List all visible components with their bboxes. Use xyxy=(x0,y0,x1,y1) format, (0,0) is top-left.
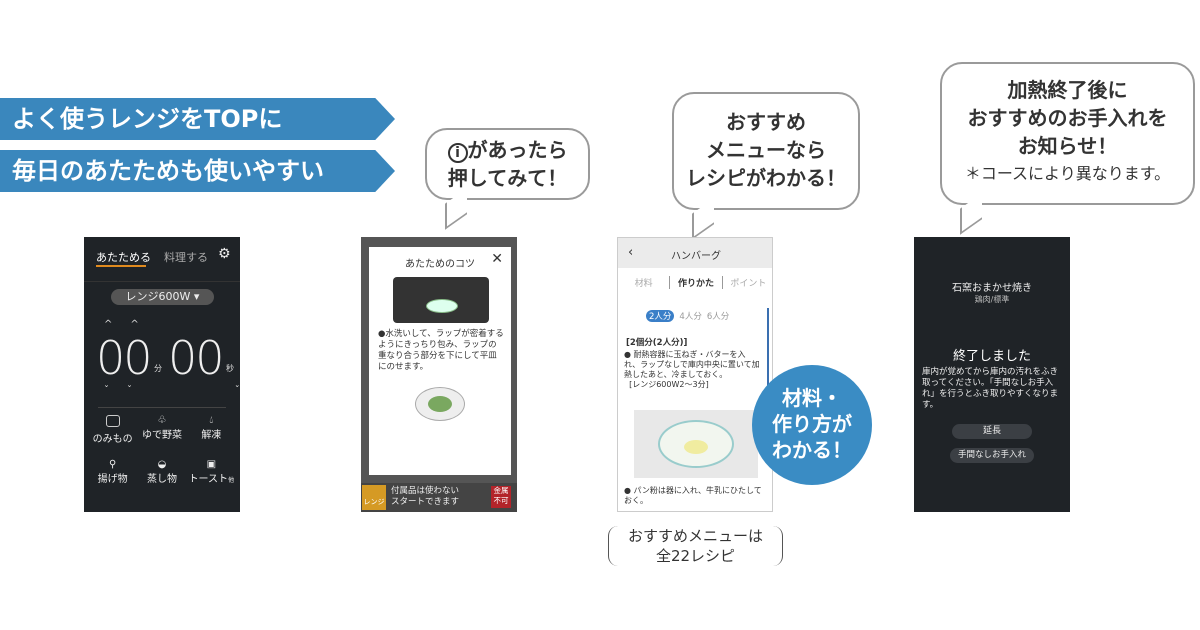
menu-fried[interactable]: ⚲ 揚げ物 xyxy=(88,459,137,485)
step-2: ● パン粉は器に入れ、牛乳にひたしておく。 xyxy=(624,486,762,505)
tab-atatameru[interactable]: あたためる xyxy=(96,251,151,264)
course-title: 石窯おまかせ焼き xyxy=(952,283,1032,294)
phone-screen-finished: 石窯おまかせ焼き 鶏肉/標準 終了しました 庫内が覚めてから庫内の汚れをふき取っ… xyxy=(914,237,1070,512)
menu-label: 揚げ物 xyxy=(97,474,128,485)
callout-text: わかる！ xyxy=(772,438,852,462)
bubble-text: レシピがわかる！ xyxy=(686,166,846,190)
headline-ribbon-1: よく使うレンジをTOPに xyxy=(0,98,395,140)
tip-text: ●水洗いして、ラップが密着するようにきっちり包み、ラップの重なり合う部分を下にし… xyxy=(378,329,504,372)
bubble-note: ＊コースにより異なります。 xyxy=(964,164,1171,183)
course-subtitle: 鶏肉/標準 xyxy=(974,295,1010,304)
footer-line: 付属品は使わない xyxy=(391,486,460,496)
minutes-unit: 分 xyxy=(154,364,162,373)
menu-label: 解凍 xyxy=(201,430,222,441)
step-text: パン粉は器に入れ、牛乳にひたしておく。 xyxy=(624,486,762,505)
down-arrows[interactable]: ˇˇ ˇ xyxy=(104,385,240,396)
seconds-unit: 秒 xyxy=(226,364,234,373)
bubble-text: おすすめのお手入れを xyxy=(967,106,1168,130)
bubble-text: 押してみて！ xyxy=(447,166,568,190)
caption-text: 全22レシピ xyxy=(655,547,736,565)
bubble-text: お知らせ！ xyxy=(1017,134,1118,158)
cup-icon xyxy=(105,415,120,427)
callout-text: 作り方が xyxy=(772,412,852,436)
menu-label: 蒸し物 xyxy=(146,474,177,485)
drop-icon: 💧︎ xyxy=(209,415,214,426)
menu-steamed[interactable]: ◒ 蒸し物 xyxy=(137,459,186,485)
divider xyxy=(98,407,226,408)
minutes-display[interactable]: 00 xyxy=(96,331,153,385)
up-arrows[interactable]: ^^ ^ xyxy=(104,319,240,330)
tab-method[interactable]: 作りかた xyxy=(669,276,723,289)
bubble-text: メニューなら xyxy=(706,138,826,162)
care-message: 庫内が覚めてから庫内の汚れをふき取ってください。「手間なしお手入れ」を行うとふき… xyxy=(922,367,1059,410)
no-metal-badge: 金属不可 xyxy=(491,486,511,508)
speech-bubble-recipe: おすすめ メニューなら レシピがわかる！ xyxy=(672,92,860,210)
mode-label: レンジ600W xyxy=(125,290,191,303)
range-badge: レンジ xyxy=(362,485,386,510)
status-footer: レンジ 付属品は使わないスタートできます 金属不可 xyxy=(361,483,517,512)
recipe-count-caption: おすすめメニューは 全22レシピ xyxy=(608,526,783,566)
menu-boiled-veg[interactable]: ♧ ゆで野菜 xyxy=(137,415,186,445)
gear-icon[interactable]: ⚙ xyxy=(218,246,231,262)
easy-care-button[interactable]: 手間なしお手入れ xyxy=(950,448,1034,463)
tab-ingredients[interactable]: 材料 xyxy=(634,279,653,289)
menu-suffix: 他 xyxy=(228,477,235,484)
extend-button[interactable]: 延長 xyxy=(952,424,1032,439)
phone-screen-recipe: ‹ ハンバーグ 材料 作りかた ポイント 2人分 4人分 6人分 [2個分(2人… xyxy=(617,237,773,512)
menu-drink[interactable]: のみもの xyxy=(88,415,137,445)
step-1: ● 耐熱容器に玉ねぎ・バターを入れ、ラップなしで庫内中央に置いて加熱したあと、冷… xyxy=(624,350,760,389)
tab-underline xyxy=(96,265,146,267)
speech-bubble-care: 加熱終了後に おすすめのお手入れを お知らせ！ ＊コースにより異なります。 xyxy=(940,62,1195,205)
footer-text: 付属品は使わないスタートできます xyxy=(391,486,459,508)
tab-cook[interactable]: 料理する xyxy=(164,251,208,264)
serving-4[interactable]: 4人分 xyxy=(679,312,702,322)
menu-label: のみもの xyxy=(92,434,133,445)
mode-select[interactable]: レンジ600W ▾ xyxy=(111,289,214,305)
step-setting: [レンジ600W2〜3分] xyxy=(629,380,709,389)
bubble-text: おすすめ xyxy=(726,110,806,134)
headline-ribbon-2: 毎日のあたためも使いやすい xyxy=(0,150,395,192)
broccoli-icon: ♧ xyxy=(157,415,167,426)
seconds-display[interactable]: 00 xyxy=(168,331,225,385)
menu-label: トースト xyxy=(188,474,229,485)
recipe-yield: [2個分(2人分)] xyxy=(626,338,688,348)
footer-line: スタートできます xyxy=(391,497,460,507)
close-icon[interactable]: ✕ xyxy=(491,251,503,267)
toast-icon: ▣ xyxy=(206,459,217,470)
tips-dialog: あたためのコツ ✕ ●水洗いして、ラップが密着するようにきっちり包み、ラップの重… xyxy=(369,247,511,475)
steamer-icon: ◒ xyxy=(157,459,167,470)
finished-status: 終了しました xyxy=(952,349,1031,364)
caption-text: おすすめメニューは xyxy=(627,527,763,545)
plate-image xyxy=(415,387,465,421)
phone-screen-tips: あたためのコツ ✕ ●水洗いして、ラップが密着するようにきっちり包み、ラップの重… xyxy=(361,237,517,512)
callout-text: 材料・ xyxy=(782,386,842,410)
recipe-title: ハンバーグ xyxy=(671,251,721,262)
back-icon[interactable]: ‹ xyxy=(628,245,634,260)
menu-defrost[interactable]: 💧︎ 解凍 xyxy=(187,415,236,445)
scrollbar[interactable] xyxy=(767,308,769,438)
serving-6[interactable]: 6人分 xyxy=(706,312,730,322)
menu-toast[interactable]: ▣ トースト他 xyxy=(187,459,236,485)
step-text: 耐熱容器に玉ねぎ・バターを入れ、ラップなしで庫内中央に置いて加熱したあと、冷まし… xyxy=(624,350,760,379)
recipe-header: ‹ ハンバーグ xyxy=(618,238,772,268)
phone-screen-heat: あたためる 料理する ⚙ レンジ600W ▾ ^^ ^ 00 分 00 秒 ˇˇ… xyxy=(84,237,240,512)
serving-2[interactable]: 2人分 xyxy=(646,310,675,322)
oven-image xyxy=(393,277,489,323)
tab-points[interactable]: ポイント xyxy=(730,279,767,289)
bowl-photo xyxy=(634,410,758,478)
drumstick-icon: ⚲ xyxy=(109,459,117,470)
divider xyxy=(84,281,240,282)
bubble-text: 加熱終了後に xyxy=(1007,78,1128,102)
menu-label: ゆで野菜 xyxy=(141,430,182,441)
info-icon: i xyxy=(447,143,468,163)
dialog-title: あたためのコツ xyxy=(405,259,475,270)
bubble-text: があったら xyxy=(467,138,568,162)
callout-circle: 材料・ 作り方が わかる！ xyxy=(752,365,872,485)
